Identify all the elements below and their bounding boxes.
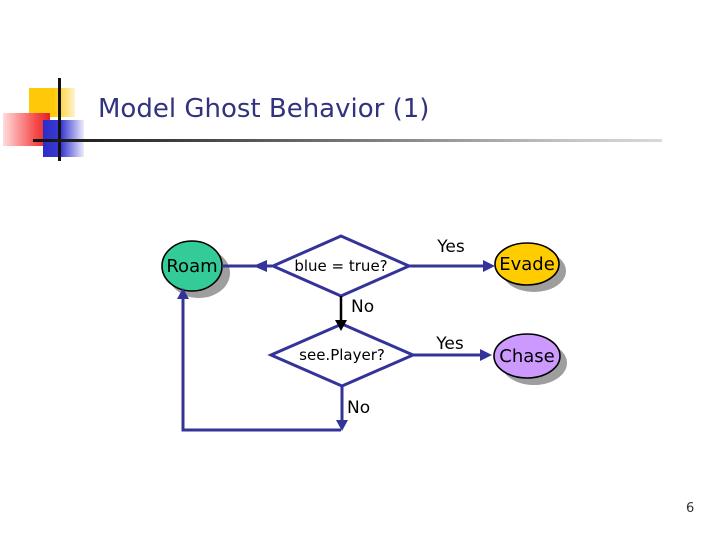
evade-node [494,242,560,286]
page-number: 6 [686,501,695,516]
chase-node [493,333,561,379]
roam-node-label: Roam [166,256,217,277]
state-nodes [161,240,561,379]
arrowhead-into-see-player [335,320,347,331]
decision-see-player-label: see.Player? [299,346,385,364]
arrowhead-up-into-roam [177,288,189,299]
arrowhead-down-at-loop-corner [336,420,348,431]
chase-node-label: Chase [499,346,554,367]
arrowhead-into-evade [483,260,495,272]
edge-label-yes-chase: Yes [435,334,464,354]
slide-title: Model Ghost Behavior (1) [98,94,430,124]
edge-label-no-blue-check: No [351,297,374,317]
evade-node-label: Evade [499,254,555,275]
edge-label-yes-evade: Yes [436,237,465,257]
logo-yellow-square [29,88,75,117]
decision-diamonds [267,234,417,388]
decision-blue-true-label: blue = true? [294,257,387,275]
title-underline-rule [33,139,662,142]
edge-label-no-see-player: No [347,398,370,418]
connector-arrowheads [177,260,495,431]
arrowhead-into-chase [480,349,492,361]
logo-vertical-line [58,78,61,161]
connector-no-loop-back [181,294,341,432]
connector-lines [181,264,488,432]
arrowhead-left-at-blue-check [253,260,267,272]
logo-blue-square [43,120,84,157]
